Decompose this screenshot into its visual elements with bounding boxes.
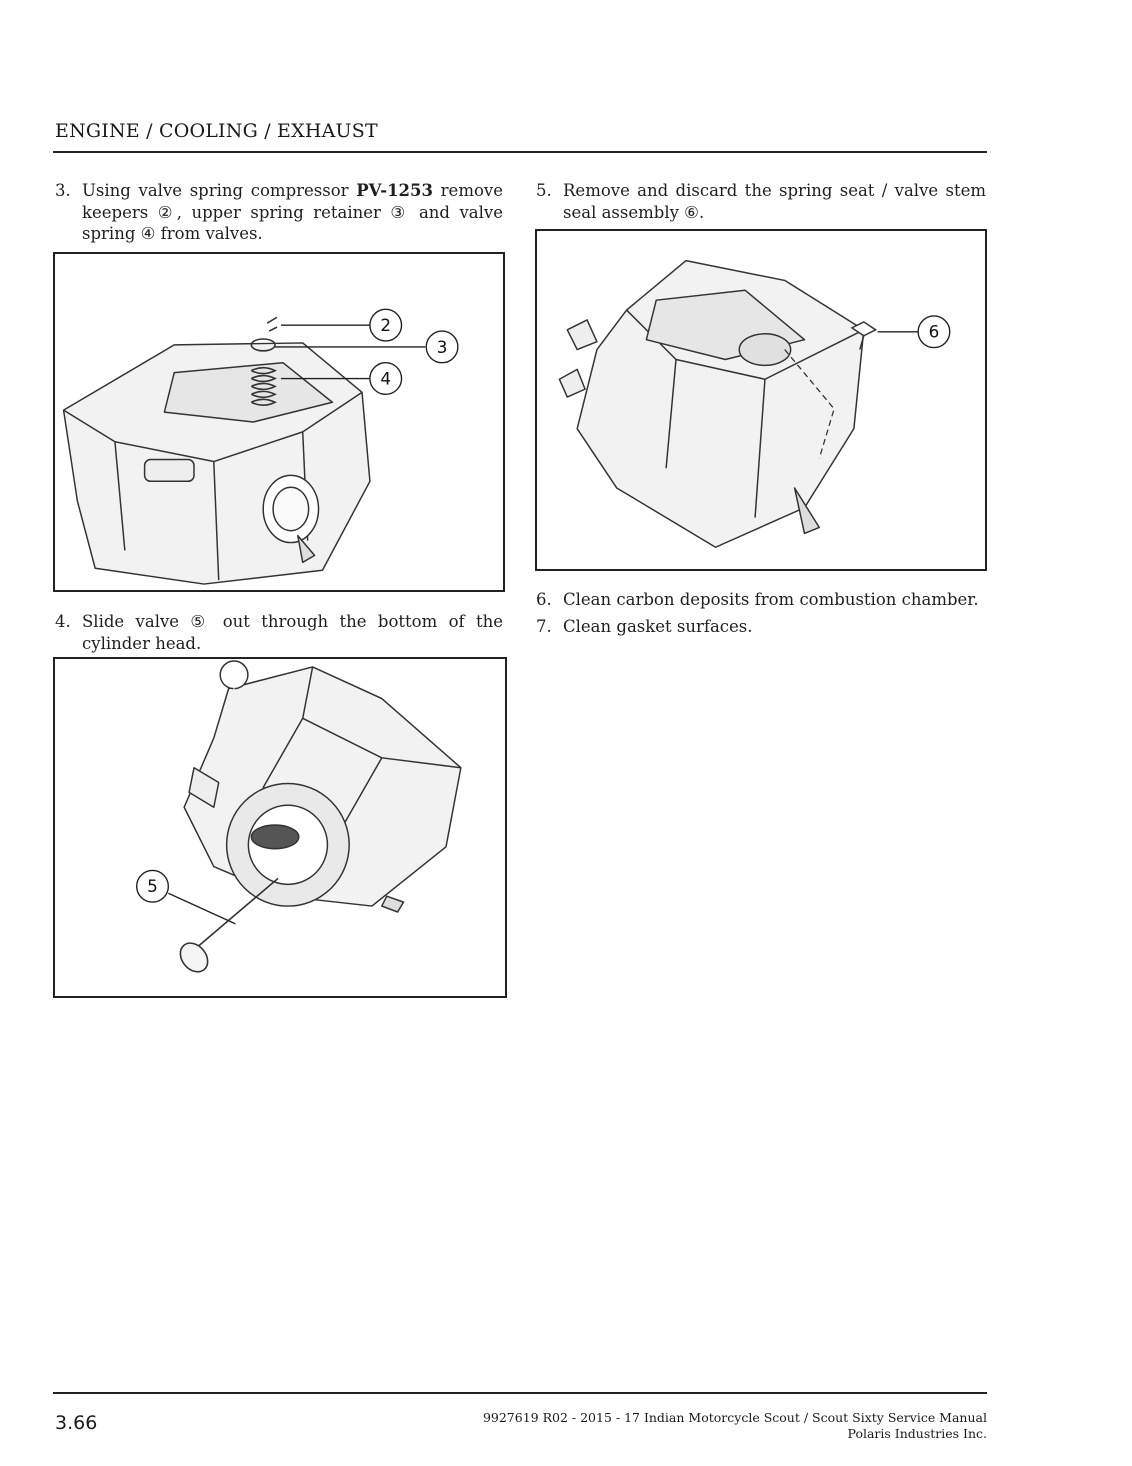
callout-2: 2: [380, 315, 391, 335]
step-7: 7. Clean gasket surfaces.: [536, 616, 986, 638]
callout-3: 3: [437, 337, 448, 357]
step-number: 7.: [536, 617, 552, 636]
step-6: 6. Clean carbon deposits from combustion…: [536, 589, 986, 611]
step-text: Clean gasket surfaces.: [563, 617, 753, 636]
page-number: 3.66: [55, 1412, 98, 1434]
step-number: 5.: [536, 181, 552, 200]
step-text: Clean carbon deposits from combustion ch…: [563, 590, 979, 609]
step-text: Slide valve ⑤ out through the bottom of …: [82, 612, 503, 653]
figure-valve-removal: 5: [53, 657, 507, 998]
step-text: Using valve spring compressor PV-1253 re…: [82, 181, 503, 243]
footer-rule: [53, 1392, 987, 1394]
callout-4: 4: [380, 368, 391, 388]
step-4: 4. Slide valve ⑤ out through the bottom …: [55, 611, 503, 654]
step-number: 4.: [55, 612, 71, 631]
figure-valve-stem-seal: 6: [535, 229, 987, 571]
step-5: 5. Remove and discard the spring seat / …: [536, 180, 986, 223]
callout-6: 6: [929, 322, 940, 342]
footer-manual-title: 9927619 R02 - 2015 - 17 Indian Motorcycl…: [482, 1410, 987, 1425]
step-number: 3.: [55, 181, 71, 200]
footer-company: Polaris Industries Inc.: [847, 1426, 987, 1441]
page-header-title: ENGINE / COOLING / EXHAUST: [55, 120, 378, 142]
step-number: 6.: [536, 590, 552, 609]
step-text: Remove and discard the spring seat / val…: [563, 181, 986, 222]
step-3: 3. Using valve spring compressor PV-1253…: [55, 180, 503, 245]
cylinder-head-seal-illustration: 6: [558, 259, 951, 548]
tool-number: PV-1253: [356, 181, 433, 200]
header-rule: [53, 151, 987, 153]
cylinder-head-illustration: 2 3 4: [62, 308, 459, 585]
cylinder-head-underside-illustration: 5: [136, 660, 462, 973]
figure-valve-spring-removal: 2 3 4: [53, 252, 505, 592]
callout-5: 5: [147, 876, 158, 896]
